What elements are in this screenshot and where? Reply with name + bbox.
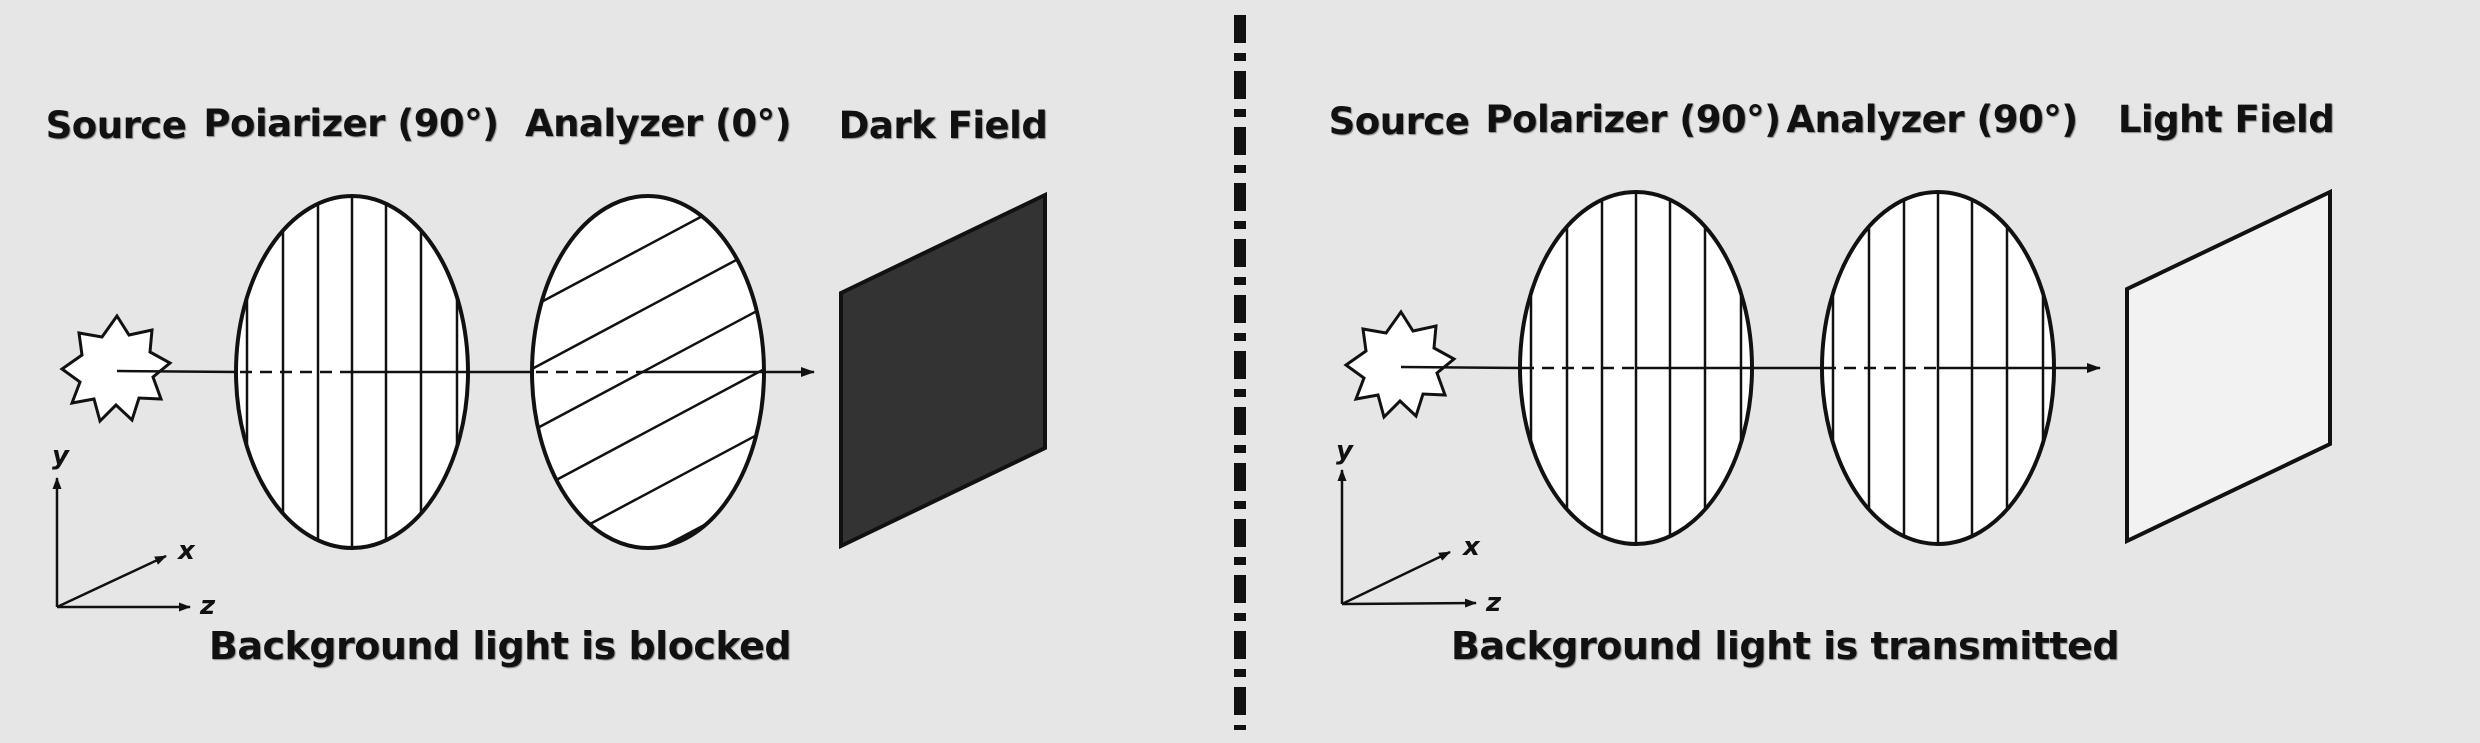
screen-label: Light Field bbox=[2117, 98, 2335, 141]
axis-label-y: y bbox=[52, 441, 69, 471]
caption-left: Background light is blocked bbox=[208, 624, 792, 668]
polarizer-right bbox=[1518, 190, 1754, 546]
source-star-icon bbox=[59, 313, 173, 424]
light-field-screen bbox=[2125, 188, 2332, 545]
dark-field-screen bbox=[839, 191, 1047, 550]
axis-label-z: z bbox=[200, 591, 216, 621]
screen-label: Dark Field bbox=[838, 104, 1048, 147]
beam-segment bbox=[116, 369, 241, 374]
analyzer-right bbox=[1820, 190, 2056, 546]
polarizer-left bbox=[234, 194, 470, 550]
polarizer-label: Polarizer (90°) bbox=[1485, 98, 1781, 141]
axis-label-z: z bbox=[1486, 588, 1502, 618]
axes-left bbox=[52, 477, 191, 612]
beam-segment bbox=[1400, 365, 1523, 370]
source-star-icon bbox=[1343, 309, 1457, 420]
axis-label-x: x bbox=[178, 536, 195, 566]
polarizer-label: Poiarizer (90°) bbox=[203, 102, 499, 145]
caption-right: Background light is transmitted bbox=[1450, 624, 2120, 668]
axis-label-x: x bbox=[1463, 532, 1480, 562]
analyzer-label: Analyzer (0°) bbox=[524, 102, 792, 145]
source-label: Source bbox=[45, 104, 187, 147]
axes-right bbox=[1337, 469, 1477, 608]
analyzer-label: Analyzer (90°) bbox=[1786, 98, 2078, 141]
source-label: Source bbox=[1328, 100, 1470, 143]
axis-label-y: y bbox=[1336, 436, 1353, 466]
